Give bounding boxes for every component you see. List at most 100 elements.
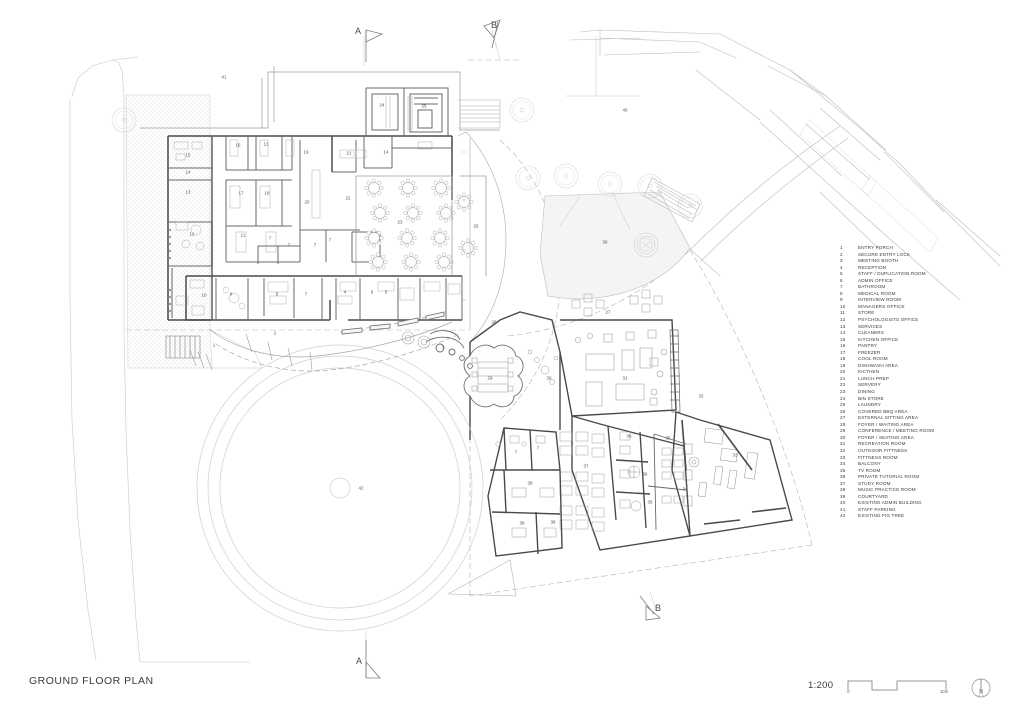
room-number-tag: 7 [268, 235, 272, 241]
scale-ratio-label: 1:200 [808, 680, 834, 691]
legend-item-number: 1 [840, 245, 843, 250]
legend-item-number: 23 [840, 389, 846, 395]
legend-item-label: SECURE ENTRY LOCK [858, 251, 911, 257]
room-number-tag: 18 [264, 190, 270, 196]
legend-item-number: 19 [840, 362, 846, 368]
room-number-tag: 14 [185, 169, 191, 175]
legend-item-number: 29 [840, 428, 846, 434]
scale-max-label: 10m [939, 689, 949, 694]
room-number-tag: 33 [732, 452, 738, 458]
room-number-tag: 23 [397, 219, 403, 225]
room-number-tag: 7 [536, 445, 540, 451]
room-number-tag: 15 [185, 152, 191, 158]
legend-item-number: 36 [840, 474, 846, 480]
room-number-tag: 38 [550, 519, 556, 525]
legend-item-label: KICTHEN [858, 369, 880, 375]
legend-item-label: CLEANERS [858, 330, 884, 336]
legend-item-label: MUSIC PRACTICE ROOM [858, 487, 916, 493]
legend-item: 3 MEETING BOOTH [836, 258, 1022, 265]
legend-item-label: ENTRY PORCH [858, 245, 893, 250]
legend-item-label: KITCHEN OFFICE [858, 336, 899, 342]
legend-item-label: OUTDOOR FITTNESS [858, 447, 908, 453]
legend-item-label: INTERVIEW ROOM [858, 297, 902, 303]
room-number-tag: 10 [201, 292, 207, 298]
room-number-tag: 9 [229, 291, 233, 297]
legend-item-label: LUNCH PREP [858, 375, 890, 381]
room-number-tag: 7 [287, 242, 291, 248]
legend-item-label: TV ROOM [858, 467, 881, 473]
room-number-tag: 6 [370, 289, 374, 295]
room-number-tag: 20 [304, 199, 310, 205]
legend-item-number: 21 [840, 375, 846, 381]
room-number-tag: 28 [491, 319, 497, 325]
legend-item-number: 4 [840, 264, 843, 270]
room-number-tag: 36 [642, 471, 648, 477]
legend-item-label: STUDY ROOM [858, 480, 891, 486]
legend-item-label: FOYER / SEATING AREA [858, 434, 915, 440]
legend-item-label: FITTNESS ROOM [858, 454, 898, 460]
legend-item-number: 9 [840, 297, 843, 303]
legend-item-label: SERVICES [858, 323, 883, 329]
legend-item-number: 37 [840, 480, 846, 486]
room-number-tag: 25 [421, 103, 427, 109]
legend-item-number: 28 [840, 421, 846, 427]
legend-item-label: STAFF / DUPLICATION ROOM [858, 271, 926, 277]
legend-item-number: 32 [840, 447, 846, 453]
room-number-tag: 38 [519, 520, 525, 526]
room-number-tag: 19 [303, 149, 309, 155]
legend-item-label: PSYCHOLOGISTS OFFICE [858, 317, 919, 323]
legend-item-label: DINING [858, 389, 875, 395]
section-marker-a-bottom: A [356, 656, 363, 666]
room-number-tag: 7 [328, 237, 332, 243]
room-number-tag: 26 [473, 223, 479, 229]
room-number-tag: 42 [358, 485, 364, 491]
legend-item-label: EXISTING ADMIN BUILDING [858, 500, 922, 506]
legend-item-number: 41 [840, 506, 846, 512]
legend-item-label: ADMIN OFFICE [858, 277, 893, 283]
legend-item-number: 11 [840, 310, 846, 316]
room-number-tag: 7 [304, 291, 308, 297]
scale-block: 1:200 0 10m [808, 678, 949, 700]
legend-item: 32 OUTDOOR FITTNESS [836, 448, 1022, 455]
legend-item-number: 8 [840, 290, 843, 296]
room-number-tag: 30 [546, 375, 552, 381]
legend-item-number: 22 [840, 382, 846, 388]
legend-item-number: 26 [840, 408, 846, 414]
legend-item-number: 25 [840, 402, 846, 408]
section-marker-b-top: B [491, 20, 498, 30]
legend-item-number: 34 [840, 461, 846, 467]
room-number-tag: 16 [235, 142, 241, 148]
room-number-tag: 32 [698, 393, 704, 399]
legend-item-number: 31 [840, 441, 846, 447]
legend-item-label: MEETING BOOTH [858, 258, 899, 264]
legend-item-label: EXISTING FIG TREE [858, 513, 905, 519]
legend-item: 37 STUDY ROOM [836, 481, 1022, 488]
legend-item-number: 13 [840, 323, 846, 329]
legend-item: 9 INTERVIEW ROOM [836, 297, 1022, 304]
north-arrow-icon: N [968, 676, 994, 702]
room-number-tag: 8 [275, 291, 279, 297]
legend-item-number: 3 [840, 258, 843, 264]
room-number-tag: 3 [441, 344, 445, 350]
legend-item: 1 ENTRY PORCH [836, 245, 1022, 252]
room-number-tag: 41 [221, 74, 227, 80]
